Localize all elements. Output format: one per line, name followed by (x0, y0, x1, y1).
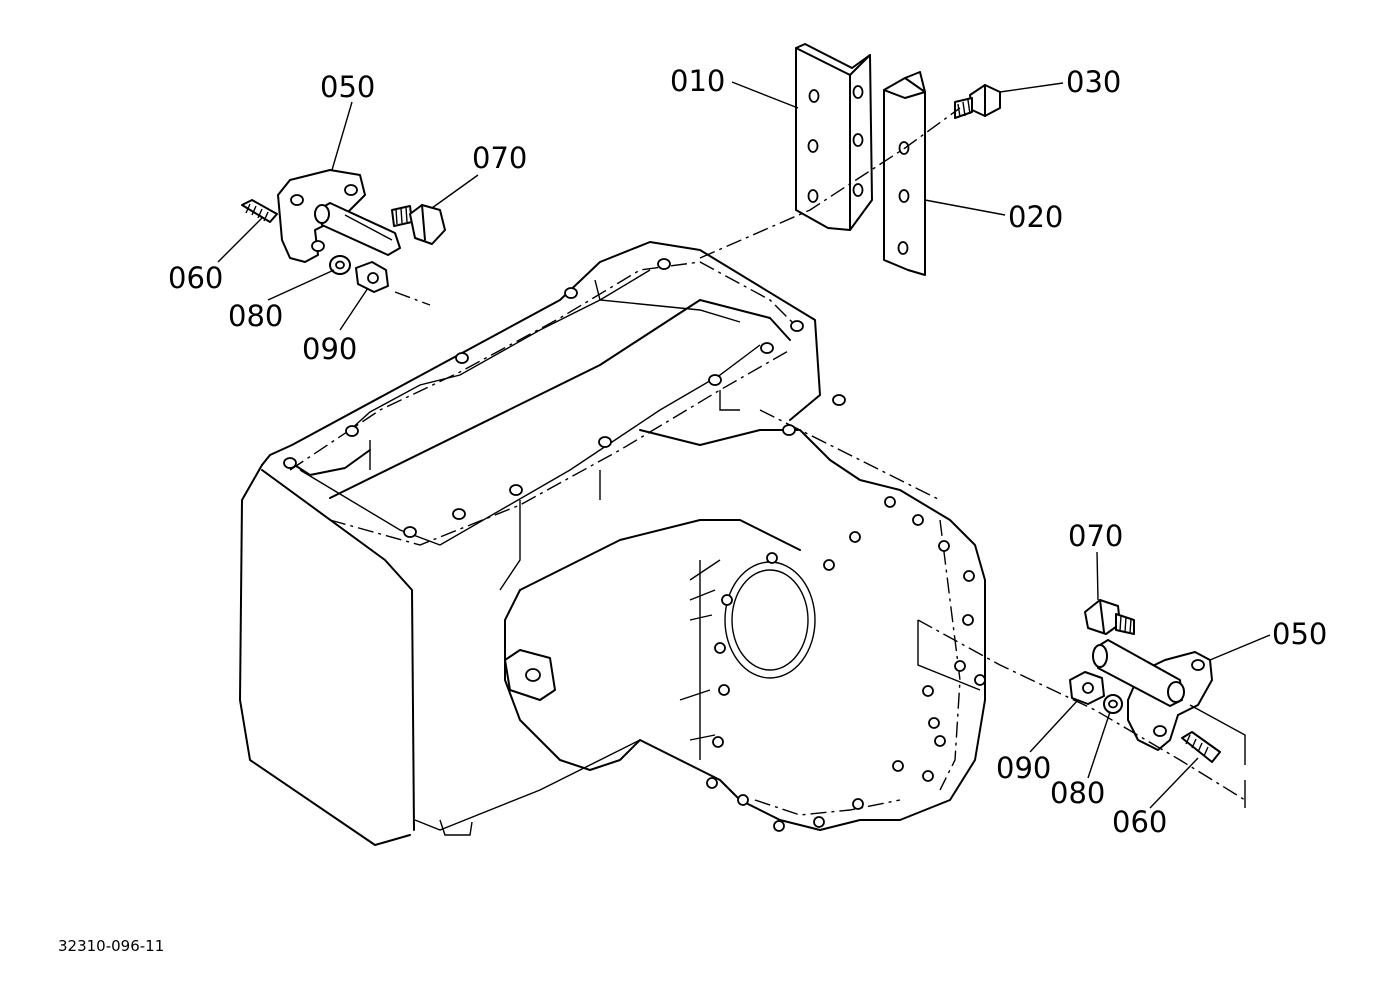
bracket-010 (795, 43, 873, 231)
upper-washer-080 (329, 255, 351, 275)
callout-upper-080: 080 (228, 299, 283, 333)
bracket-020 (883, 71, 926, 276)
case-bolt-holes (283, 258, 986, 832)
callout-upper-090: 090 (302, 332, 357, 366)
lower-nut-090 (1069, 671, 1105, 705)
bolt-030 (954, 84, 1001, 119)
callout-030: 030 (1066, 65, 1121, 99)
drawing-number: 32310-096-11 (58, 937, 164, 955)
lower-washer-080 (1103, 694, 1123, 714)
transmission-case (239, 241, 986, 846)
upper-centerline (394, 291, 431, 306)
upper-nut-090 (355, 261, 389, 293)
callout-lower-070: 070 (1068, 519, 1123, 553)
upper-bolt-070 (391, 204, 446, 245)
lower-bolt-070 (1084, 599, 1135, 635)
leader-lines (217, 81, 1271, 809)
callout-lower-060: 060 (1112, 805, 1167, 839)
lower-stud-060 (1181, 731, 1221, 763)
upper-shaft (314, 202, 401, 256)
callout-lower-090: 090 (996, 751, 1051, 785)
lower-ref-frame (917, 620, 1246, 808)
callout-010: 010 (670, 64, 725, 98)
callout-020: 020 (1008, 200, 1063, 234)
upper-stud-060 (241, 199, 278, 223)
bracket-centerline (699, 107, 961, 259)
callout-upper-060: 060 (168, 261, 223, 295)
callout-upper-070: 070 (472, 141, 527, 175)
lower-shaft (1092, 639, 1185, 707)
callout-upper-050: 050 (320, 70, 375, 104)
callout-lower-080: 080 (1050, 776, 1105, 810)
callout-lower-050: 050 (1272, 617, 1327, 651)
lower-centerline (917, 619, 1246, 801)
